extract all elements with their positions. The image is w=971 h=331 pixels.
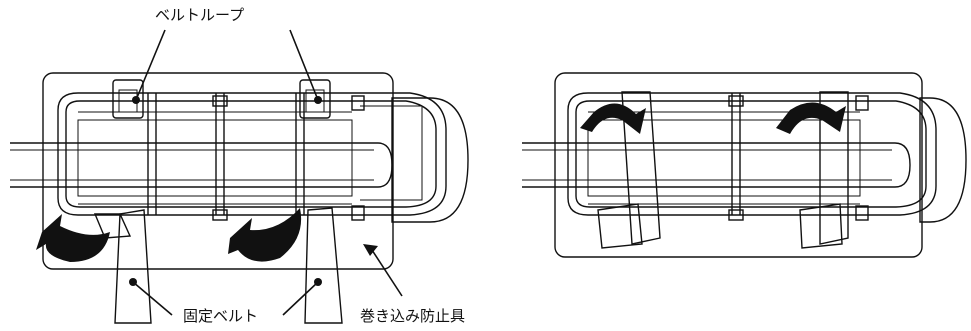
belt-loop-leader-1 <box>135 29 166 101</box>
fixing-belt-leader-2 <box>282 281 319 316</box>
right-fixing-belt-2 <box>799 91 849 249</box>
left-wrap-arrow-1 <box>36 214 110 262</box>
right-figure <box>522 72 967 258</box>
left-belt-loop-2 <box>299 79 331 119</box>
label-fixing-belt: 固定ベルト <box>183 307 258 325</box>
right-fixing-belt-1 <box>597 91 661 249</box>
fixing-belt-leader-1 <box>132 281 173 316</box>
right-guard-plate <box>554 72 923 258</box>
left-tube <box>10 142 393 188</box>
right-tube <box>522 142 911 188</box>
left-fixing-belt-2 <box>304 207 343 324</box>
left-wrap-arrow-2 <box>228 208 302 262</box>
label-winding-guard: 巻き込み防止具 <box>360 307 465 325</box>
belt-loop-leader-2 <box>289 29 319 101</box>
left-fixing-belt-1 <box>93 209 152 324</box>
right-guard-end-cap <box>919 97 967 223</box>
left-guard-plate <box>42 72 394 270</box>
right-wrap-arrow-2 <box>776 102 846 134</box>
label-belt-loop: ベルトループ <box>155 6 244 24</box>
left-carrier-rack <box>57 92 447 221</box>
winding-guard-arrow-head <box>363 244 378 256</box>
left-figure: ベルトループ 固定ベルト 巻き込み防止具 <box>10 6 469 325</box>
winding-guard-leader <box>371 249 403 297</box>
left-guard-end-cap <box>391 97 469 223</box>
right-wrap-arrow-1 <box>580 103 646 134</box>
